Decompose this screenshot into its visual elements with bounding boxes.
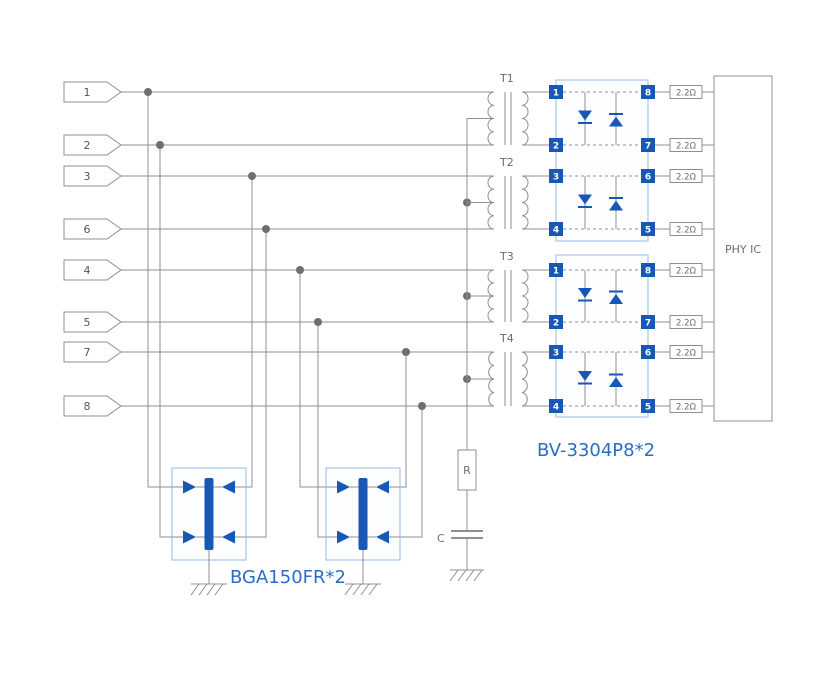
resistor-value: 2.2Ω xyxy=(676,173,697,183)
resistor-value: 2.2Ω xyxy=(676,349,697,359)
resistor-2r2: 2.2Ω xyxy=(655,169,714,183)
resistor-2r2: 2.2Ω xyxy=(655,315,714,329)
tvs-array-box2: 1 2 3 4 8 7 6 5 xyxy=(549,254,655,418)
protection-drop-wires xyxy=(147,92,423,538)
tvs-box2-pins: 1 2 3 4 8 7 6 5 xyxy=(549,263,655,413)
pin-number: 4 xyxy=(553,403,559,413)
bga-part-label: BGA150FR*2 xyxy=(230,567,346,588)
connector-label: 3 xyxy=(84,170,91,183)
pin-number: 7 xyxy=(645,142,651,152)
input-connectors: 1 2 3 6 4 5 7 8 xyxy=(63,81,122,417)
connector-label: 7 xyxy=(84,346,91,359)
transformer-t3: T3 xyxy=(487,250,549,323)
termination-capacitor: C xyxy=(437,530,483,545)
diode-down-icon xyxy=(578,110,592,121)
resistor-value: 2.2Ω xyxy=(676,89,697,99)
pin-number: 5 xyxy=(645,403,651,413)
resistor-value: 2.2Ω xyxy=(676,226,697,236)
connector-label: 1 xyxy=(84,86,91,99)
tvs-array-box1: 1 2 3 4 8 7 6 5 xyxy=(549,79,655,242)
pin-number: 2 xyxy=(553,319,559,329)
connector-label: 5 xyxy=(84,316,91,329)
ground-symbol-termination xyxy=(449,569,484,582)
resistor-value: 2.2Ω xyxy=(676,403,697,413)
pin-number: 6 xyxy=(645,349,651,359)
transformer-label: T4 xyxy=(499,332,514,345)
pin-number: 1 xyxy=(553,267,559,277)
connector-label: 4 xyxy=(84,264,91,277)
diode-down-icon xyxy=(578,371,592,381)
resistor-2r2: 2.2Ω xyxy=(655,345,714,359)
connector-8: 8 xyxy=(63,395,122,417)
pin-number: 1 xyxy=(553,89,559,99)
diode-down-icon xyxy=(578,194,592,205)
resistor-value: 2.2Ω xyxy=(676,142,697,152)
pin-number: 4 xyxy=(553,226,559,236)
resistor-2r2: 2.2Ω xyxy=(655,222,714,236)
signal-wires xyxy=(121,91,494,407)
tvs-box1-internal xyxy=(563,91,641,230)
transformer-label: T2 xyxy=(499,156,514,169)
tvs-part-label: BV-3304P8*2 xyxy=(537,440,655,461)
pin-number: 8 xyxy=(645,267,651,277)
pin-number: 8 xyxy=(645,89,651,99)
diode-down-icon xyxy=(578,288,592,298)
termination-resistor-label: R xyxy=(463,464,471,477)
pin-number: 6 xyxy=(645,173,651,183)
diode-up-icon xyxy=(609,116,623,127)
transformer-label: T3 xyxy=(499,250,514,263)
resistor-2r2: 2.2Ω xyxy=(655,138,714,152)
phy-ic-label: PHY IC xyxy=(725,243,761,256)
bga-protection-1 xyxy=(171,467,247,596)
transformer-t1: T1 xyxy=(487,72,549,146)
termination-capacitor-label: C xyxy=(437,532,445,545)
ground-symbol-bga1 xyxy=(190,583,227,596)
center-tap-termination: R C xyxy=(437,118,494,582)
connector-3: 3 xyxy=(63,165,122,187)
connector-label: 6 xyxy=(84,223,91,236)
transformer-label: T1 xyxy=(499,72,514,85)
tvs-box2-internal xyxy=(563,269,641,407)
ground-symbol-bga2 xyxy=(344,583,381,596)
bga-protection-2 xyxy=(325,467,401,596)
connector-5: 5 xyxy=(63,311,122,333)
connector-2: 2 xyxy=(63,134,122,156)
resistor-2r2: 2.2Ω xyxy=(655,263,714,277)
series-resistors: 2.2Ω 2.2Ω 2.2Ω 2.2Ω 2.2Ω 2.2Ω xyxy=(655,85,714,413)
resistor-value: 2.2Ω xyxy=(676,319,697,329)
junction-dots xyxy=(144,88,471,410)
pin-number: 2 xyxy=(553,142,559,152)
resistor-value: 2.2Ω xyxy=(676,267,697,277)
connector-4: 4 xyxy=(63,259,122,281)
diode-up-icon xyxy=(609,377,623,387)
diode-up-icon xyxy=(609,294,623,304)
transformer-t4: T4 xyxy=(488,332,549,407)
connector-label: 8 xyxy=(84,400,91,413)
diode-up-icon xyxy=(609,200,623,211)
connector-7: 7 xyxy=(63,341,122,363)
pin-number: 3 xyxy=(553,349,559,359)
pin-number: 3 xyxy=(553,173,559,183)
phy-ic: PHY IC xyxy=(713,75,773,422)
transformer-t2: T2 xyxy=(487,156,549,230)
connector-1: 1 xyxy=(63,81,122,103)
pin-number: 7 xyxy=(645,319,651,329)
resistor-2r2: 2.2Ω xyxy=(655,399,714,413)
resistor-2r2: 2.2Ω xyxy=(655,85,714,99)
pin-number: 5 xyxy=(645,226,651,236)
connector-6: 6 xyxy=(63,218,122,240)
connector-label: 2 xyxy=(84,139,91,152)
tvs-box1-pins: 1 2 3 4 8 7 6 5 xyxy=(549,85,655,236)
termination-resistor: R xyxy=(457,449,477,491)
